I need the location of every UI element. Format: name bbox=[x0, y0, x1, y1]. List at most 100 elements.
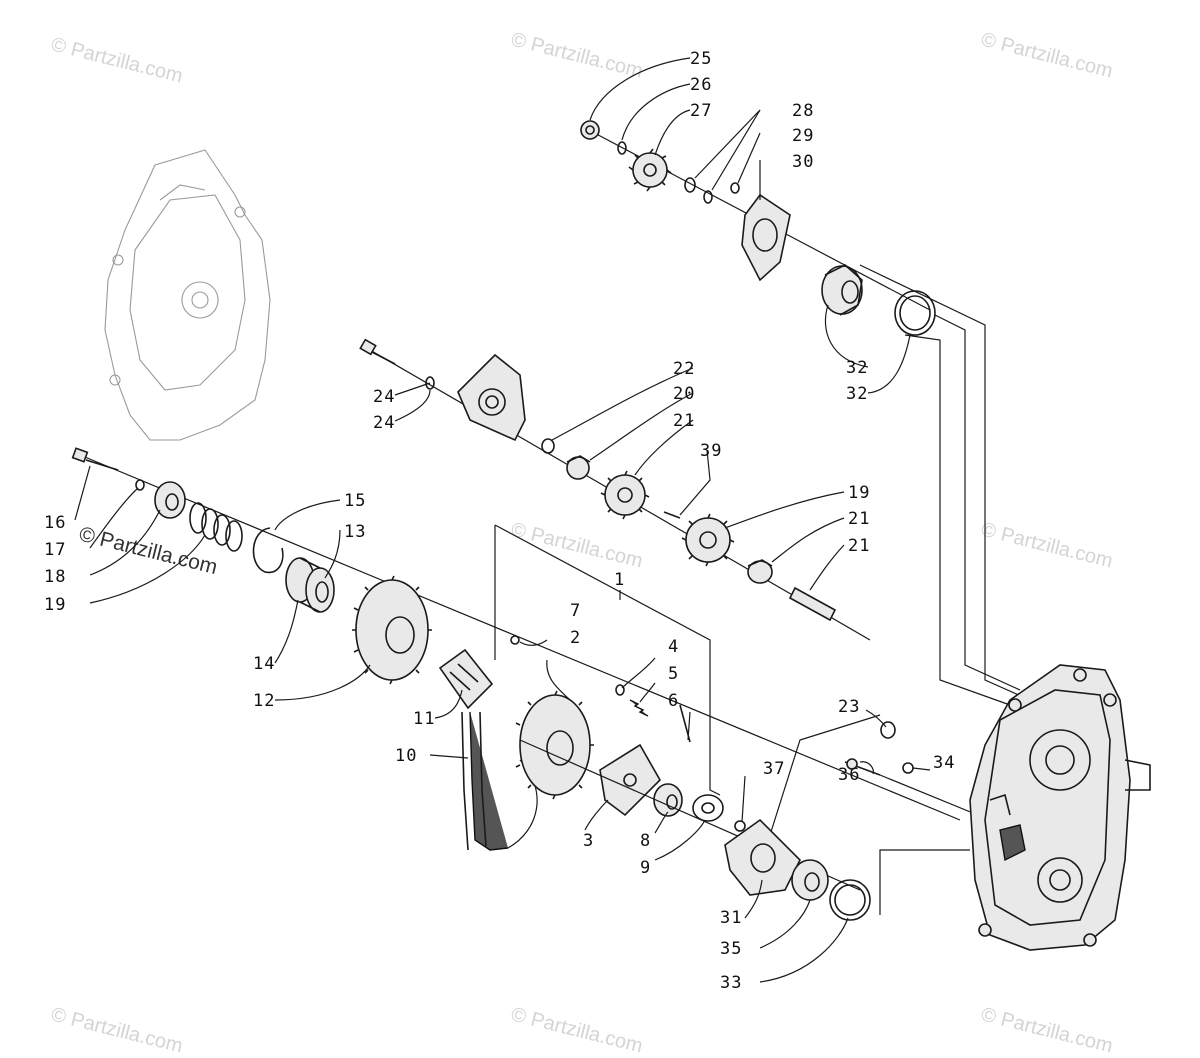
callout-39: 39 bbox=[700, 441, 722, 461]
callout-9: 9 bbox=[640, 858, 651, 878]
washer-30a bbox=[684, 177, 696, 193]
callout-22: 21 bbox=[848, 536, 870, 556]
gear-2 bbox=[515, 690, 594, 800]
callout-37: 36 bbox=[838, 765, 860, 785]
washer-30b bbox=[703, 190, 713, 204]
callout-12: 12 bbox=[253, 691, 275, 711]
washer-24-top bbox=[541, 438, 555, 454]
callout-29: 27 bbox=[690, 101, 712, 121]
callout-36: 35 bbox=[720, 939, 742, 959]
callouts: 25 26 27 28 29 30 32 32 24 24 22 20 21 3… bbox=[44, 49, 955, 993]
callout-14: 14 bbox=[253, 654, 275, 674]
callout-4: 4 bbox=[668, 637, 679, 657]
callout-18: 18 bbox=[44, 567, 66, 587]
bearing-flange-32-bottom bbox=[724, 818, 801, 896]
callout-7: 7 bbox=[570, 601, 581, 621]
bearing-flange-32-top bbox=[741, 193, 791, 282]
callout-3: 3 bbox=[583, 831, 594, 851]
nut-27 bbox=[580, 120, 600, 140]
nut-31 bbox=[730, 182, 740, 194]
callout-32-bottom: 31 bbox=[720, 908, 742, 928]
watermark-bottom-right: © Partzilla.com bbox=[979, 1004, 1115, 1058]
watermark-top-center: © Partzilla.com bbox=[509, 29, 645, 83]
shaft-22 bbox=[788, 586, 837, 622]
bearing-housing bbox=[457, 353, 526, 442]
callout-34-top: 32 bbox=[846, 384, 868, 404]
washer-28 bbox=[617, 141, 627, 155]
washer-35 bbox=[902, 762, 914, 774]
bearing-33 bbox=[821, 264, 863, 316]
callout-26: 24 bbox=[373, 413, 395, 433]
bolt-16 bbox=[71, 447, 119, 471]
callout-6: 6 bbox=[668, 691, 679, 711]
callout-19: 19 bbox=[44, 595, 66, 615]
chain-10 bbox=[461, 711, 509, 851]
callout-11: 11 bbox=[413, 709, 435, 729]
sprocket-23 bbox=[600, 470, 650, 520]
middle-shaft-assembly bbox=[359, 338, 896, 739]
top-shaft-assembly bbox=[580, 120, 1031, 706]
callout-2: 2 bbox=[570, 628, 581, 648]
washer-9 bbox=[692, 794, 724, 822]
callout-leaders bbox=[74, 57, 931, 983]
watermark-mid-center: © Partzilla.com bbox=[509, 519, 645, 573]
callout-15: 15 bbox=[344, 491, 366, 511]
bearing-36 bbox=[791, 859, 829, 901]
callout-8: 8 bbox=[640, 831, 651, 851]
bearing-8 bbox=[653, 783, 683, 817]
watermark-top-right: © Partzilla.com bbox=[979, 29, 1115, 83]
lower-shaft-assembly bbox=[71, 447, 961, 851]
callout-1: 1 bbox=[614, 570, 625, 590]
sprocket-11 bbox=[438, 648, 494, 710]
callout-21-bottom: 21 bbox=[848, 509, 870, 529]
clutch-13-14 bbox=[285, 557, 335, 613]
washer-4 bbox=[615, 684, 625, 696]
spacer-21-bottom bbox=[747, 559, 773, 584]
watermark-mid-right: © Partzilla.com bbox=[979, 519, 1115, 573]
callout-31: 29 bbox=[792, 126, 814, 146]
watermark-bottom-left: © Partzilla.com bbox=[49, 1004, 185, 1058]
sprocket-29 bbox=[628, 148, 672, 192]
chaincase-cover bbox=[104, 149, 271, 441]
callout-38: 37 bbox=[763, 759, 785, 779]
washer-26 bbox=[425, 376, 435, 390]
spring-5 bbox=[629, 699, 649, 717]
tensioner-3 bbox=[599, 743, 661, 817]
key-39 bbox=[663, 511, 681, 519]
callout-10: 10 bbox=[395, 746, 417, 766]
callout-30: 28 bbox=[792, 101, 814, 121]
lower-bearing-assembly bbox=[724, 714, 991, 921]
callout-34-bottom: 33 bbox=[720, 973, 742, 993]
callout-20: 19 bbox=[848, 483, 870, 503]
callout-5: 5 bbox=[668, 664, 679, 684]
callout-24-top: 22 bbox=[673, 359, 695, 379]
nut-38 bbox=[734, 820, 746, 832]
callout-17: 17 bbox=[44, 540, 66, 560]
spacer-21-top bbox=[566, 455, 591, 480]
callout-25: 24 bbox=[373, 387, 395, 407]
watermark-bottom-center: © Partzilla.com bbox=[509, 1004, 645, 1058]
bolt-25 bbox=[359, 338, 396, 365]
watermark-top-left: © Partzilla.com bbox=[49, 34, 185, 88]
washer-24-right bbox=[880, 721, 896, 739]
callout-13: 13 bbox=[344, 522, 366, 542]
callout-21-top: 20 bbox=[673, 384, 695, 404]
callout-32-top: 30 bbox=[792, 152, 814, 172]
drive-sprocket-assembly bbox=[494, 524, 861, 891]
stud-37 bbox=[844, 758, 881, 776]
snap-ring-15 bbox=[252, 527, 284, 574]
watermarks: © Partzilla.com © Partzilla.com © Partzi… bbox=[49, 29, 1115, 1058]
retainer-18 bbox=[154, 481, 186, 519]
callout-33: 32 bbox=[846, 358, 868, 378]
sprocket-20 bbox=[681, 513, 735, 567]
callout-27: 25 bbox=[690, 49, 712, 69]
seal-34-bottom bbox=[829, 879, 871, 921]
callout-23: 21 bbox=[673, 411, 695, 431]
callout-24-right: 23 bbox=[838, 697, 860, 717]
callout-35: 34 bbox=[933, 753, 955, 773]
gear-case bbox=[969, 664, 1151, 951]
callout-28: 26 bbox=[690, 75, 712, 95]
spring-19 bbox=[189, 502, 243, 552]
callout-16: 16 bbox=[44, 513, 66, 533]
